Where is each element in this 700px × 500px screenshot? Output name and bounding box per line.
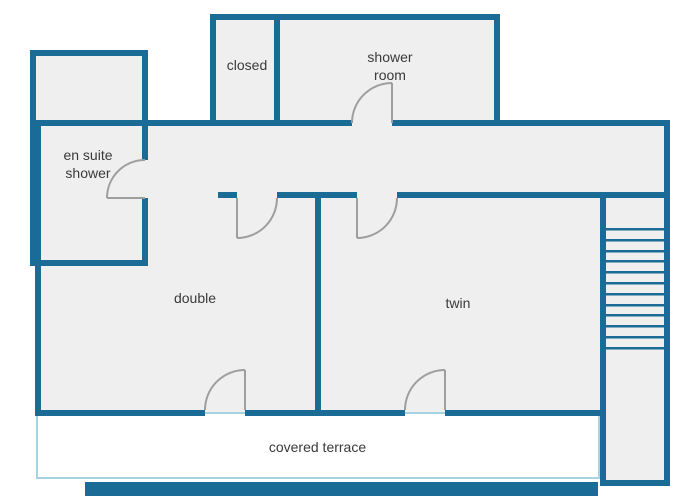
stair-tread [606,304,664,307]
walls [30,14,670,496]
room-label-double: double [173,290,217,306]
wall-segment [142,198,148,266]
wall-segment-closed-divider [274,14,280,126]
wall-segment [210,14,216,126]
ensuite-area [30,50,148,266]
stair-tread [606,293,664,296]
stair-tread [606,228,664,231]
wall-segment-staircase [600,480,670,486]
terrace-area [36,412,600,479]
wall-segment-bedroom-divider [315,192,321,416]
double-hall-door-swing [236,197,278,239]
wall-segment [494,14,500,126]
room-label-shower-room: shower room [367,49,413,84]
room-label-en-suite-shower: en suite shower [63,147,113,182]
wall-segment [35,410,205,416]
twin-hall-door-swing [356,197,398,239]
wall-segment [142,50,148,160]
shower-room-door-swing [351,82,393,124]
room-areas [30,14,670,486]
door-arcs [106,82,446,411]
stair-tread [606,260,664,263]
wall-segment [664,120,670,486]
stair-tread [606,314,664,317]
wall-segment [218,192,237,198]
ensuite-door-swing [106,159,146,199]
room-label-twin: twin [445,295,471,311]
wall-segment [210,14,500,20]
room-label-closed: closed [226,57,268,73]
wall-segment [30,260,148,266]
wall-segment [35,120,352,126]
stair-tread [606,325,664,328]
stair-tread [606,282,664,285]
stair-tread [606,336,664,339]
double-terrace-door-swing [204,369,246,411]
stair-tread [606,239,664,242]
terrace-step-edge [85,482,598,496]
stair-tread [606,271,664,274]
staircase-area [600,195,670,486]
staircase-treads [606,228,664,350]
wall-segment-staircase [600,192,606,486]
stair-tread [606,347,664,350]
room-label-covered-terrace: covered terrace [268,439,367,455]
wall-segment [245,410,405,416]
wall-segment [397,192,664,198]
wall-segment [35,120,41,416]
wall-segment [30,50,148,56]
wall-segment [30,50,36,266]
wall-segment [445,410,600,416]
twin-terrace-door-swing [404,369,446,411]
wall-segment [392,120,670,126]
stair-tread [606,250,664,253]
